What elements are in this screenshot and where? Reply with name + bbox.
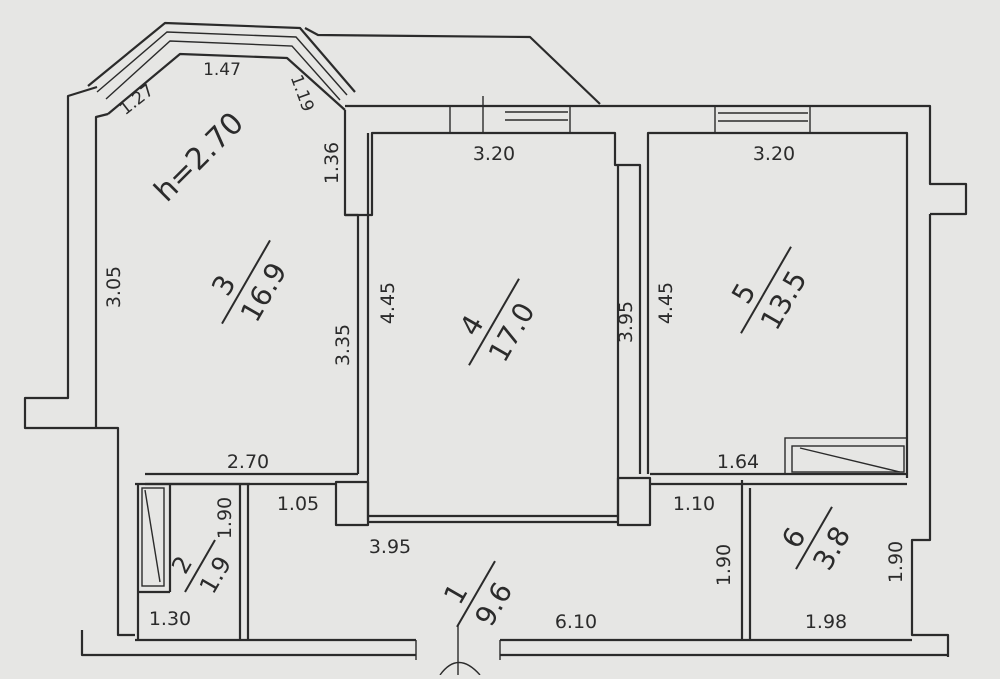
dim-bay-left: 1.27 [116, 81, 158, 120]
dim-room-6-bottom: 1.98 [805, 611, 847, 633]
dim-room-5-top: 3.20 [753, 143, 795, 165]
dim-room-5-bottom: 1.64 [717, 451, 759, 473]
wall-room-4-bottom [368, 514, 618, 524]
wall-partition-4-1b [616, 476, 652, 527]
dim-room-4-left: 4.45 [377, 282, 399, 324]
dim-room-1-right-top: 1.10 [673, 493, 715, 515]
entrance-door [415, 625, 501, 676]
room-6-area: 3.8 [806, 521, 857, 576]
dim-room-6-right: 1.90 [885, 541, 907, 583]
room-label-4: 4 17.0 [453, 278, 542, 367]
dim-room-3-right-upper: 1.36 [321, 142, 343, 184]
room-4-divider [468, 278, 520, 366]
wall-room-6 [740, 480, 907, 640]
loggia-outline [304, 27, 601, 105]
dim-room-3-bottom: 2.70 [227, 451, 269, 473]
inner-wall-left [94, 112, 109, 428]
dim-room-1-left-top: 1.05 [277, 493, 319, 515]
dim-room-4-bottom: 3.95 [369, 536, 411, 558]
outer-wall-left [23, 85, 120, 472]
dim-bay-top: 1.47 [203, 60, 241, 80]
room-5-area: 13.5 [754, 265, 814, 335]
bay-window-outer [87, 21, 356, 93]
dim-room-2-bottom: 1.30 [149, 608, 191, 630]
dim-room-1-bottom: 6.10 [555, 611, 597, 633]
bay-window-inner-2 [105, 40, 341, 101]
outer-wall-bottom [80, 630, 948, 657]
wall-partition-5-1 [650, 472, 907, 486]
wall-room-3-right [345, 213, 360, 474]
wall-partition-3-1 [145, 472, 358, 486]
room-3-area: 16.9 [234, 257, 294, 327]
room-5-divider [740, 246, 792, 334]
room-1-area: 9.6 [468, 577, 519, 632]
outer-wall-right [910, 214, 950, 657]
bathroom-fixture [141, 487, 165, 587]
window-room-4 [449, 96, 571, 134]
room-6-divider [795, 506, 833, 570]
room-4-area: 17.0 [482, 297, 542, 367]
dim-room-3-left: 3.05 [103, 266, 125, 308]
dim-room-4-right: 3.95 [615, 301, 637, 343]
wall-room-2 [116, 472, 250, 640]
closet-room-5 [784, 437, 908, 475]
dim-room-3-right-lower: 3.35 [332, 324, 354, 366]
dim-room-2-right: 1.90 [214, 497, 236, 539]
room-label-1: 1 9.6 [437, 560, 519, 632]
bay-window-frame [107, 52, 346, 115]
room-3-divider [221, 239, 271, 325]
bay-window-inner-1 [96, 31, 348, 96]
dim-room-1-right: 1.90 [713, 544, 735, 586]
dim-room-4-top: 3.20 [473, 143, 515, 165]
dim-bay-right: 1.19 [286, 72, 318, 114]
window-room-5 [714, 105, 811, 134]
room-2-divider [184, 539, 216, 593]
room-1-divider [456, 560, 496, 628]
wall-partition-4-1 [334, 480, 370, 527]
room-2-area: 1.9 [194, 551, 237, 598]
ceiling-height-label: h=2.70 [148, 106, 251, 209]
room-label-6: 6 3.8 [775, 506, 857, 576]
room-label-3: 3 16.9 [205, 239, 294, 327]
room-label-5: 5 13.5 [725, 246, 814, 335]
dimension-labels: 1.27 1.47 1.19 1.36 3.05 3.35 2.70 3.20 … [103, 60, 907, 633]
outer-wall-top [345, 104, 968, 216]
walls [23, 21, 968, 676]
dim-room-5-left: 4.45 [655, 282, 677, 324]
